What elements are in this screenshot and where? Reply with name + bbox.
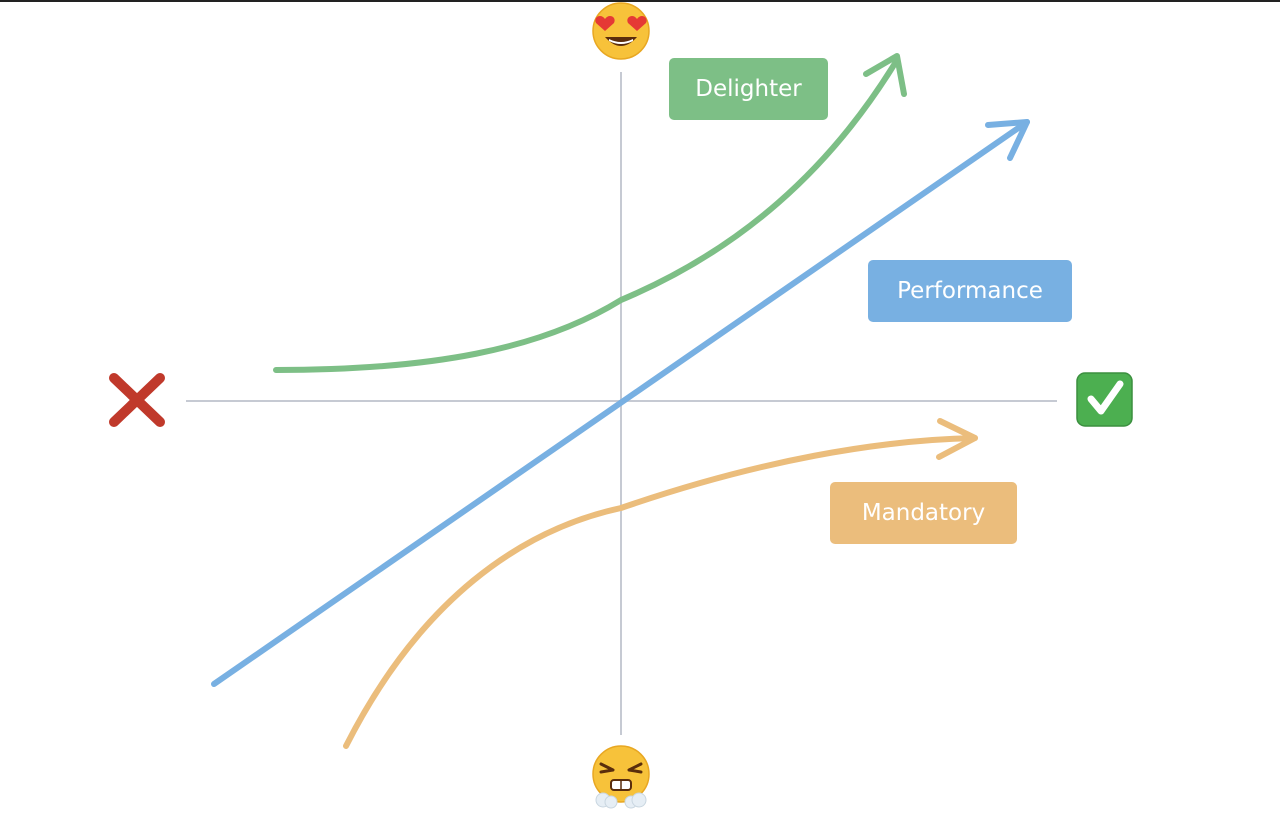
check-mark-icon xyxy=(1076,372,1133,427)
delighter-curve xyxy=(273,53,907,373)
mandatory-curve xyxy=(343,418,978,749)
angry-face-emoji-icon xyxy=(592,745,650,809)
heart-eyes-emoji-icon xyxy=(592,2,650,60)
performance-label: Performance xyxy=(868,260,1072,322)
delighter-label: Delighter xyxy=(669,58,828,120)
performance-arrowhead xyxy=(985,119,1030,161)
delighter-arrowhead xyxy=(863,53,907,97)
top-border xyxy=(0,0,1280,2)
performance-line xyxy=(211,119,1030,687)
mandatory-label: Mandatory xyxy=(830,482,1017,544)
cross-mark-icon xyxy=(109,373,165,427)
mandatory-arrowhead xyxy=(936,418,978,460)
